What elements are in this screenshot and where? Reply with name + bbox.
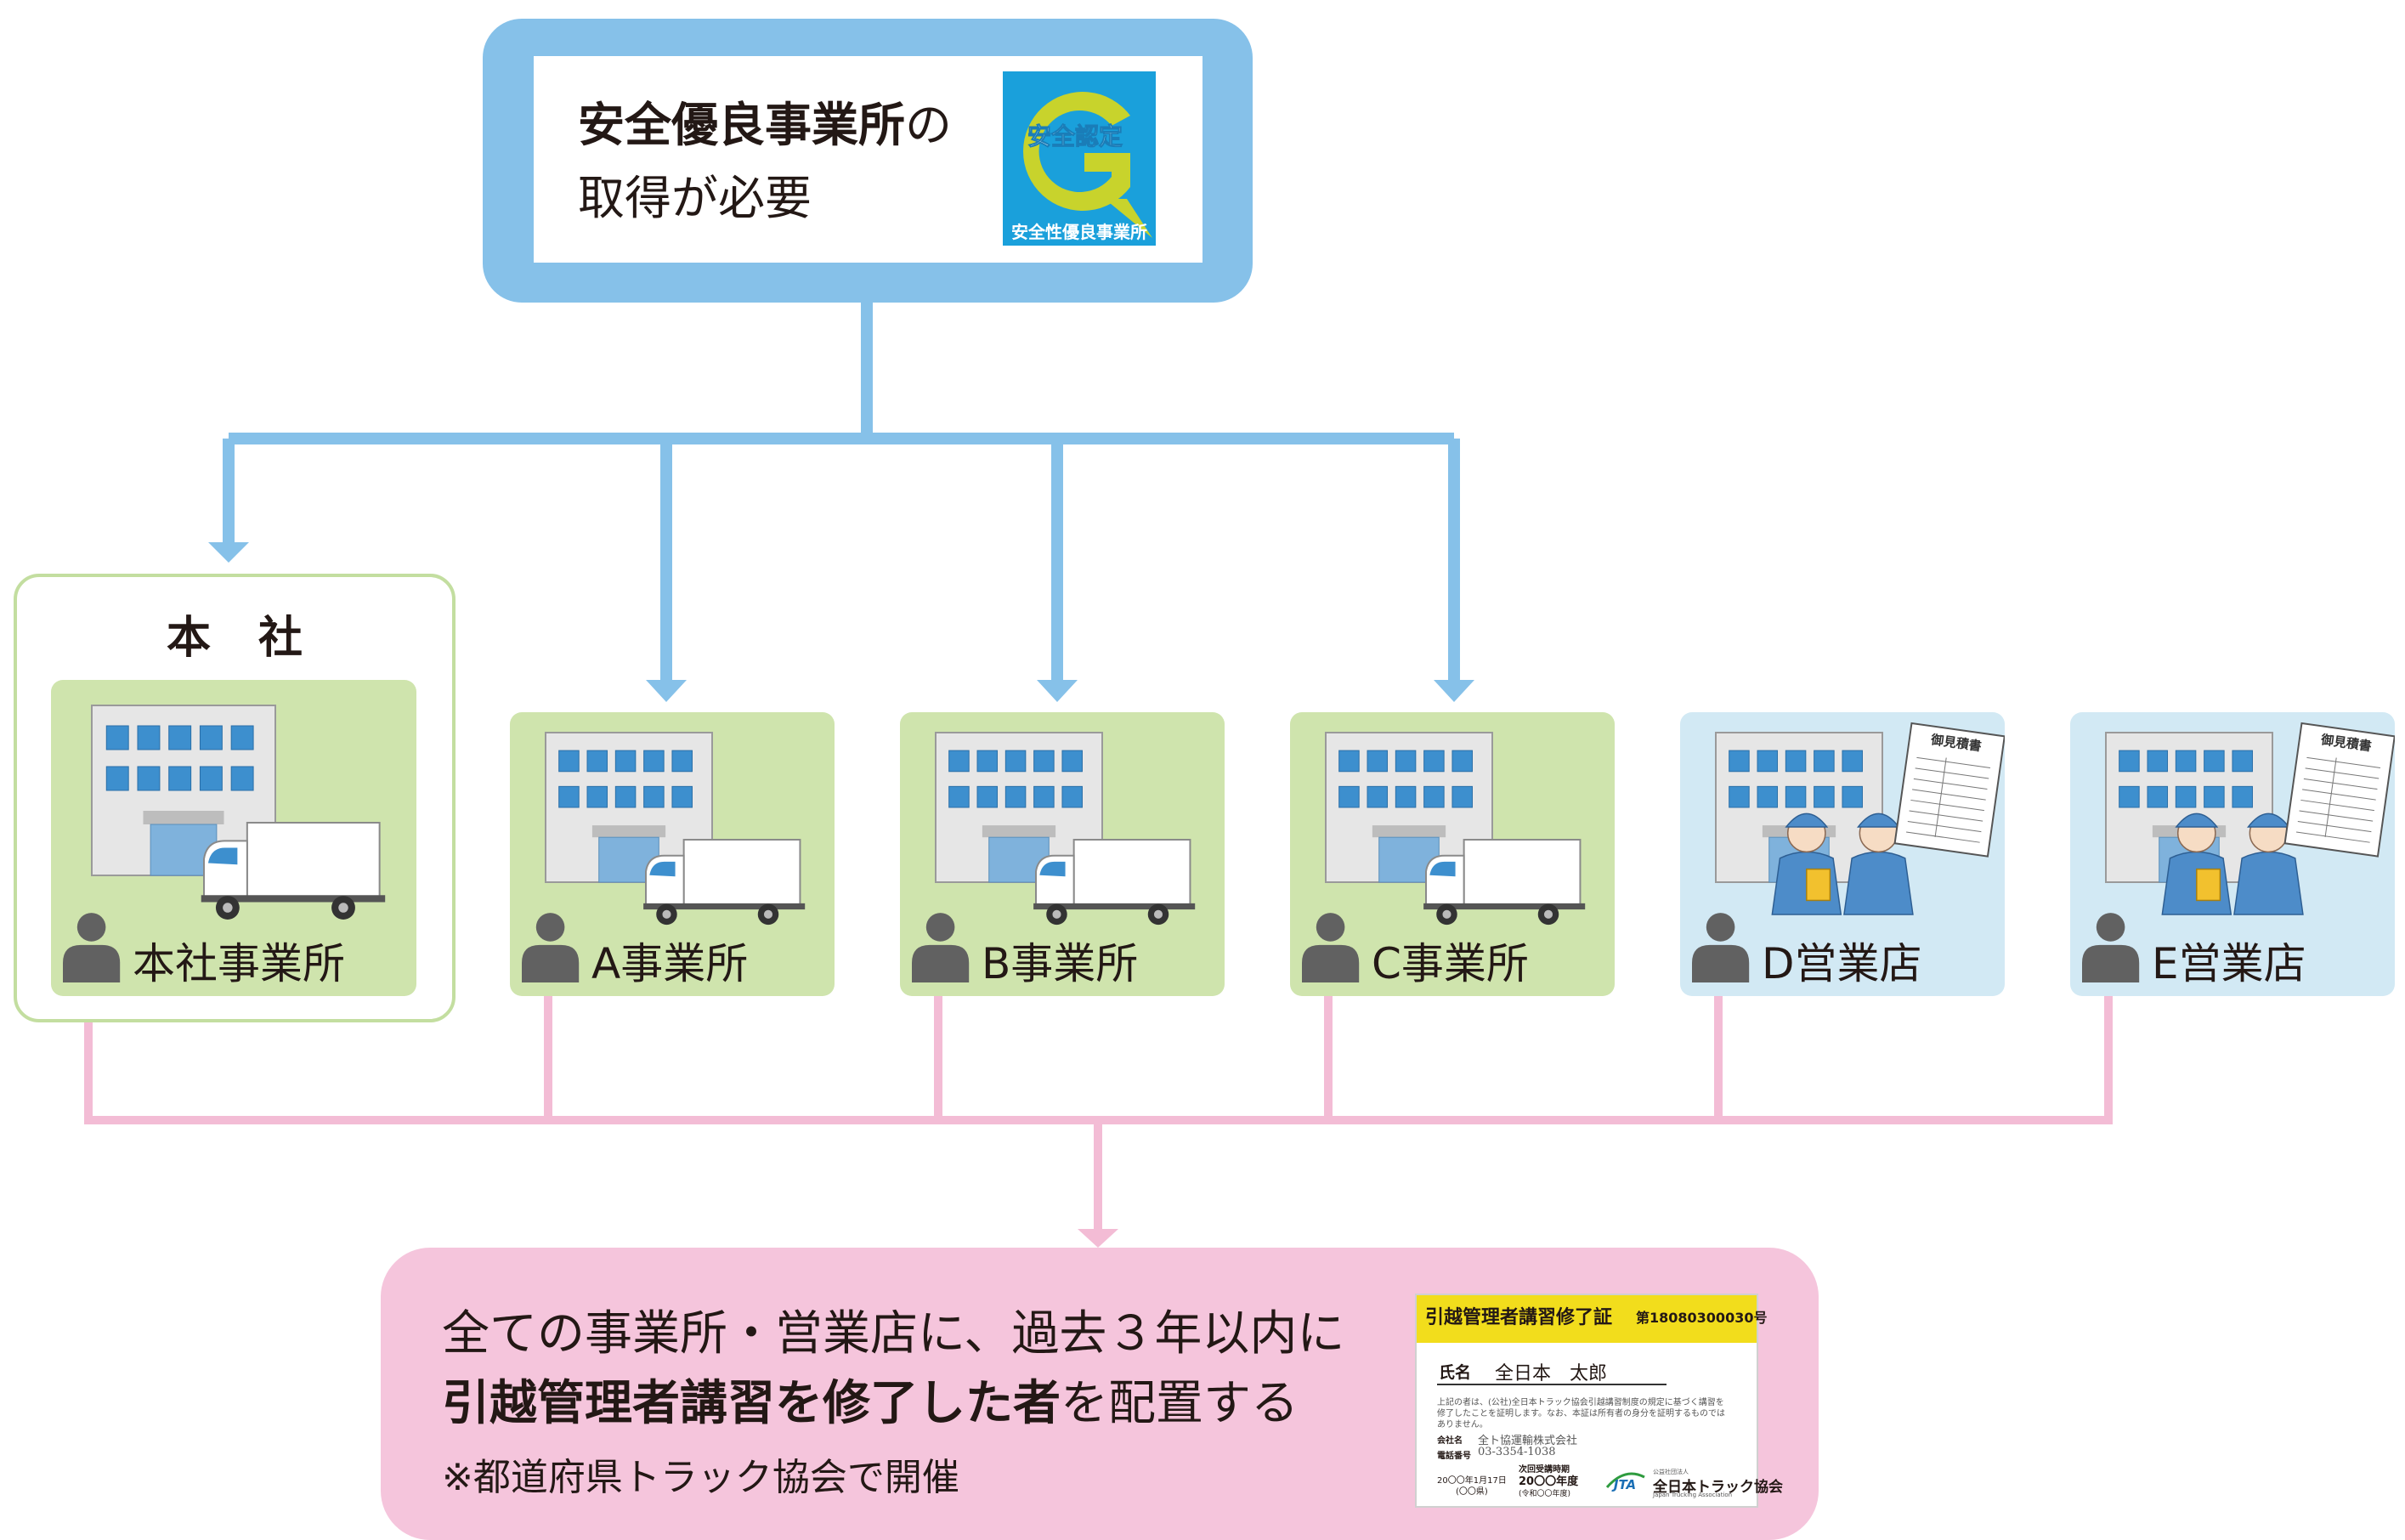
certificate-tel: 03-3354-1038 bbox=[1478, 1446, 1556, 1458]
branch-label: D営業店 bbox=[1762, 939, 1922, 988]
certificate-card: 引越管理者講習修了証 第18080300030号 氏名 全日本 太郎 上記の者は… bbox=[1415, 1294, 1783, 1508]
truck-icon bbox=[201, 822, 386, 920]
certificate-association-sub: 公益社団法人 bbox=[1653, 1469, 1689, 1475]
person-icon bbox=[63, 913, 121, 982]
person-icon bbox=[2082, 913, 2140, 982]
card-illustration bbox=[522, 732, 806, 982]
certificate-company: 全ト協運輸株式会社 bbox=[1478, 1435, 1578, 1447]
certificate-next-year: 20〇〇年度 bbox=[1519, 1475, 1579, 1488]
truck-icon bbox=[643, 839, 806, 926]
office-label: 本社事業所 bbox=[133, 939, 345, 988]
office-label: A事業所 bbox=[591, 939, 749, 988]
certificate-next-era: (令和〇〇年度) bbox=[1519, 1490, 1571, 1498]
certificate-header bbox=[1417, 1295, 1757, 1343]
person-icon bbox=[522, 913, 580, 982]
building-icon bbox=[545, 732, 713, 883]
requirement-text: 安全優良事業所の 取得が必要 bbox=[578, 88, 952, 235]
branch-label: E営業店 bbox=[2152, 939, 2306, 988]
requirement-bold: 安全優良事業所 bbox=[578, 98, 906, 152]
certificate-tel-label: 電話番号 bbox=[1437, 1452, 1471, 1461]
branch-card-d: 御見積書 D営業店 bbox=[1680, 712, 2005, 996]
truck-icon bbox=[1423, 839, 1586, 926]
branch-card-e: 御見積書 E営業店 bbox=[2070, 712, 2395, 996]
g-mark-inner-text: 安全認定 bbox=[1027, 122, 1123, 150]
certificate-name: 全日本 太郎 bbox=[1495, 1363, 1608, 1384]
arrow-head-a bbox=[646, 680, 687, 702]
head-office-title: 本社 bbox=[166, 613, 350, 664]
certificate-title: 引越管理者講習修了証 bbox=[1425, 1307, 1613, 1328]
quotation-document-icon: 御見積書 bbox=[2283, 722, 2395, 858]
person-icon bbox=[1302, 913, 1360, 982]
arrow-head-bottom bbox=[1078, 1229, 1118, 1248]
certificate-next-label: 次回受講時期 bbox=[1519, 1465, 1570, 1475]
office-card-b: B事業所 bbox=[900, 712, 1225, 996]
certificate-name-rule bbox=[1437, 1384, 1667, 1385]
truck-icon bbox=[1033, 839, 1196, 926]
certificate-body: 上記の者は、(公社)全日本トラック協会引越講習制度の規定に基づく講習を修了したこ… bbox=[1437, 1398, 1725, 1430]
arrow-head-b bbox=[1037, 680, 1078, 702]
card-illustration bbox=[1302, 732, 1586, 982]
requirement-line2: 取得が必要 bbox=[578, 171, 812, 225]
office-label: C事業所 bbox=[1372, 939, 1529, 988]
training-note: ※都道府県トラック協会で開催 bbox=[442, 1456, 959, 1499]
card-illustration: 御見積書 bbox=[2082, 722, 2395, 982]
svg-text:JTA: JTA bbox=[1611, 1477, 1636, 1492]
certificate-number: 第18080300030号 bbox=[1636, 1310, 1768, 1326]
certificate-date: 20〇〇年1月17日 (〇〇県) bbox=[1437, 1476, 1507, 1497]
certificate-name-label: 氏名 bbox=[1439, 1363, 1472, 1382]
g-mark-caption: 安全性優良事業所 bbox=[1011, 222, 1147, 242]
certificate-association: 全日本トラック協会 bbox=[1653, 1479, 1783, 1496]
training-bold: 引越管理者講習を修了した者 bbox=[442, 1376, 1061, 1431]
office-label: B事業所 bbox=[982, 939, 1139, 988]
person-icon bbox=[912, 913, 970, 982]
g-mark-icon: 安全認定 安全性優良事業所 bbox=[1003, 71, 1156, 246]
card-illustration bbox=[63, 705, 386, 982]
arrow-head-honsha bbox=[208, 542, 249, 563]
card-illustration bbox=[912, 732, 1196, 982]
office-card-a: A事業所 bbox=[510, 712, 835, 996]
certificate-association-en: Japan Trucking Association bbox=[1653, 1492, 1733, 1498]
arrow-head-c bbox=[1434, 680, 1474, 702]
office-card-honsha: 本社事業所 bbox=[51, 680, 416, 996]
office-card-c: C事業所 bbox=[1290, 712, 1615, 996]
training-text-line2: 引越管理者講習を修了した者を配置する bbox=[442, 1376, 1299, 1431]
certificate-company-label: 会社名 bbox=[1437, 1436, 1463, 1446]
training-text-line1: 全ての事業所・営業店に、過去３年以内に bbox=[442, 1306, 1345, 1362]
quotation-document-icon: 御見積書 bbox=[1893, 722, 2005, 858]
person-icon bbox=[1692, 913, 1750, 982]
jta-logo-icon: JTA bbox=[1605, 1472, 1645, 1492]
staff-icon bbox=[1771, 812, 1914, 915]
card-illustration: 御見積書 bbox=[1692, 722, 2005, 982]
staff-icon bbox=[2161, 812, 2304, 915]
